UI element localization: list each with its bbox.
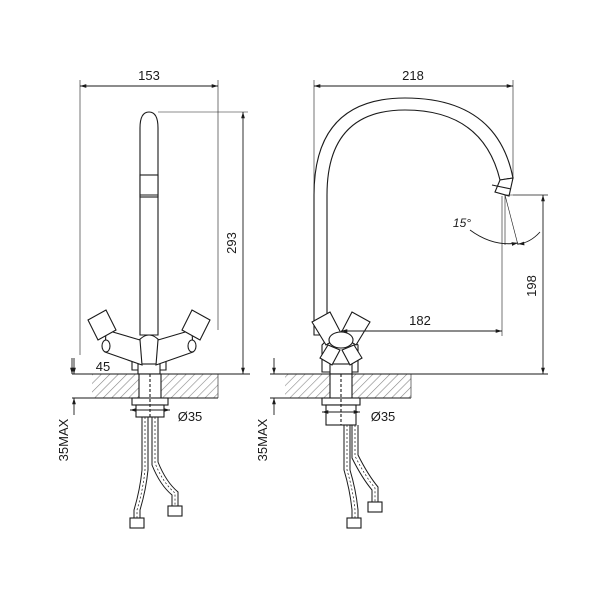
dim-hole-side-label: Ø35 [371,409,396,424]
right-handle-front [155,309,211,366]
dim-height-front-label: 293 [224,232,239,254]
dim-counter-front-label: 35MAX [56,418,71,461]
spout-side [313,97,514,336]
dim-handle-front-label: 45 [96,359,110,374]
dim-hole-front: Ø35 [130,408,203,424]
dim-height-front: 293 [158,111,248,374]
hoses-side [343,425,383,529]
dim-height-side: 198 [513,194,548,374]
dim-reach-side: 182 [341,196,503,336]
dim-counter-front: 35MAX [56,358,76,461]
dim-reach-side-label: 182 [409,313,431,328]
side-view: 218 182 198 15° Ø35 [255,68,548,529]
dim-angle-side-label: 15° [453,216,471,230]
dim-width-side: 218 [313,68,514,200]
dim-counter-side: 35MAX [255,358,276,461]
left-handle-front [87,309,143,366]
dim-angle-side: 15° [453,194,548,246]
dim-width-front-label: 153 [138,68,160,83]
dim-hole-side: Ø35 [322,409,395,424]
spout-front [139,111,159,336]
dim-hole-front-label: Ø35 [178,409,203,424]
mounting-shank-front [131,373,169,418]
countertop-right [270,373,548,399]
handle-side [311,311,371,366]
dim-width-front: 153 [79,68,219,355]
front-view: 153 293 45 Ø35 35MAX [56,68,250,529]
dim-height-side-label: 198 [524,275,539,297]
dim-handle-front: 45 [70,358,110,374]
hoses-front [129,417,183,529]
dim-width-side-label: 218 [402,68,424,83]
mounting-shank-side [321,373,361,426]
dim-counter-side-label: 35MAX [255,418,270,461]
